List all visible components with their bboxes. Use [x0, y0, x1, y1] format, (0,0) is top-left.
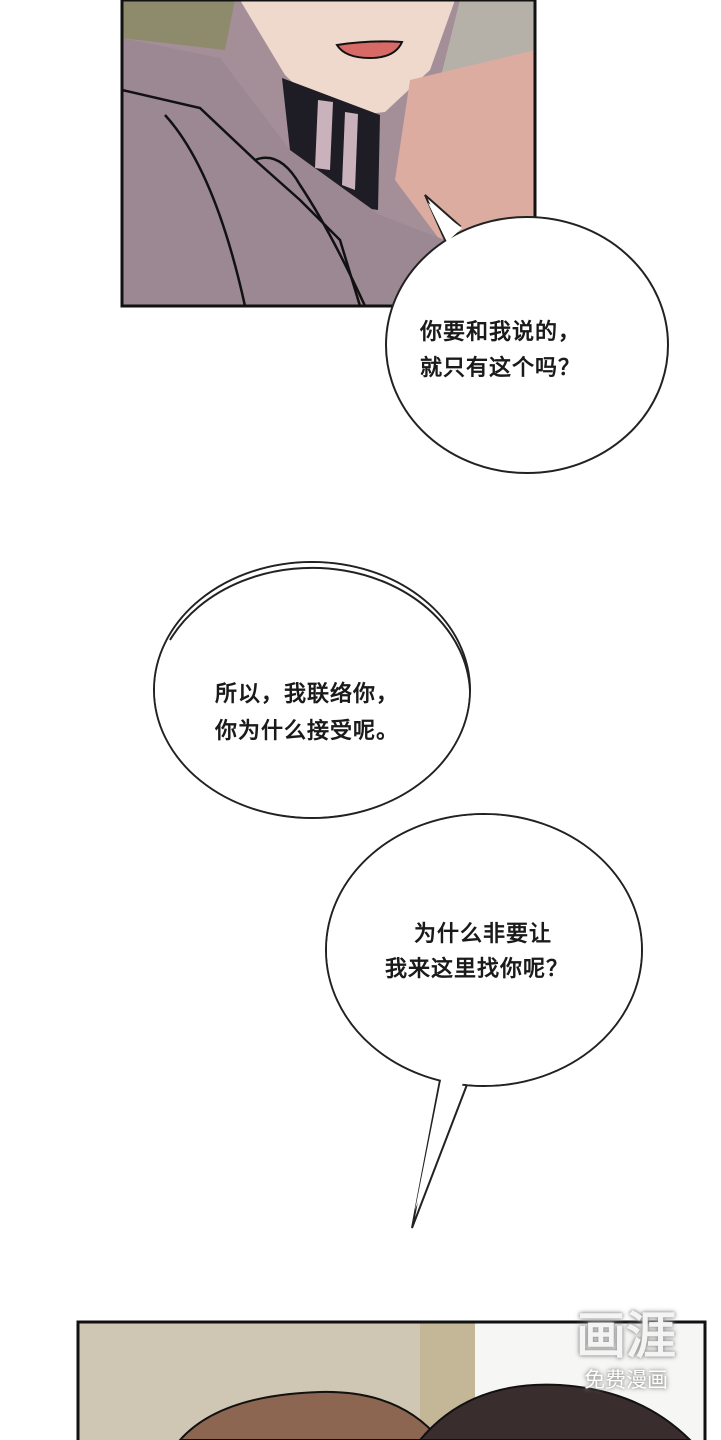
face — [240, 0, 455, 118]
hand — [395, 50, 535, 240]
mouth — [335, 40, 404, 60]
bubble-2-line-1: 所以，我联络你， — [215, 682, 400, 707]
watermark: 画涯 免费漫画 — [566, 1305, 686, 1393]
bubble-3-line-1: 为什么非要让 — [414, 922, 553, 947]
panel-top — [120, 0, 537, 308]
bubble-1-line-1: 你要和我说的， — [420, 320, 582, 345]
speech-bubble-1 — [385, 194, 669, 474]
bubble-3-line-2: 我来这里找你呢？ — [385, 957, 570, 982]
bubble-2-line-2: 你为什么接受呢。 — [215, 719, 400, 744]
speech-bubble-2-3 — [153, 561, 643, 1229]
watermark-subtitle: 免费漫画 — [584, 1368, 668, 1392]
bubble-1-line-2: 就只有这个吗？ — [420, 356, 582, 381]
panel-bottom — [76, 1320, 707, 1440]
watermark-logo: 画涯 — [576, 1307, 676, 1365]
